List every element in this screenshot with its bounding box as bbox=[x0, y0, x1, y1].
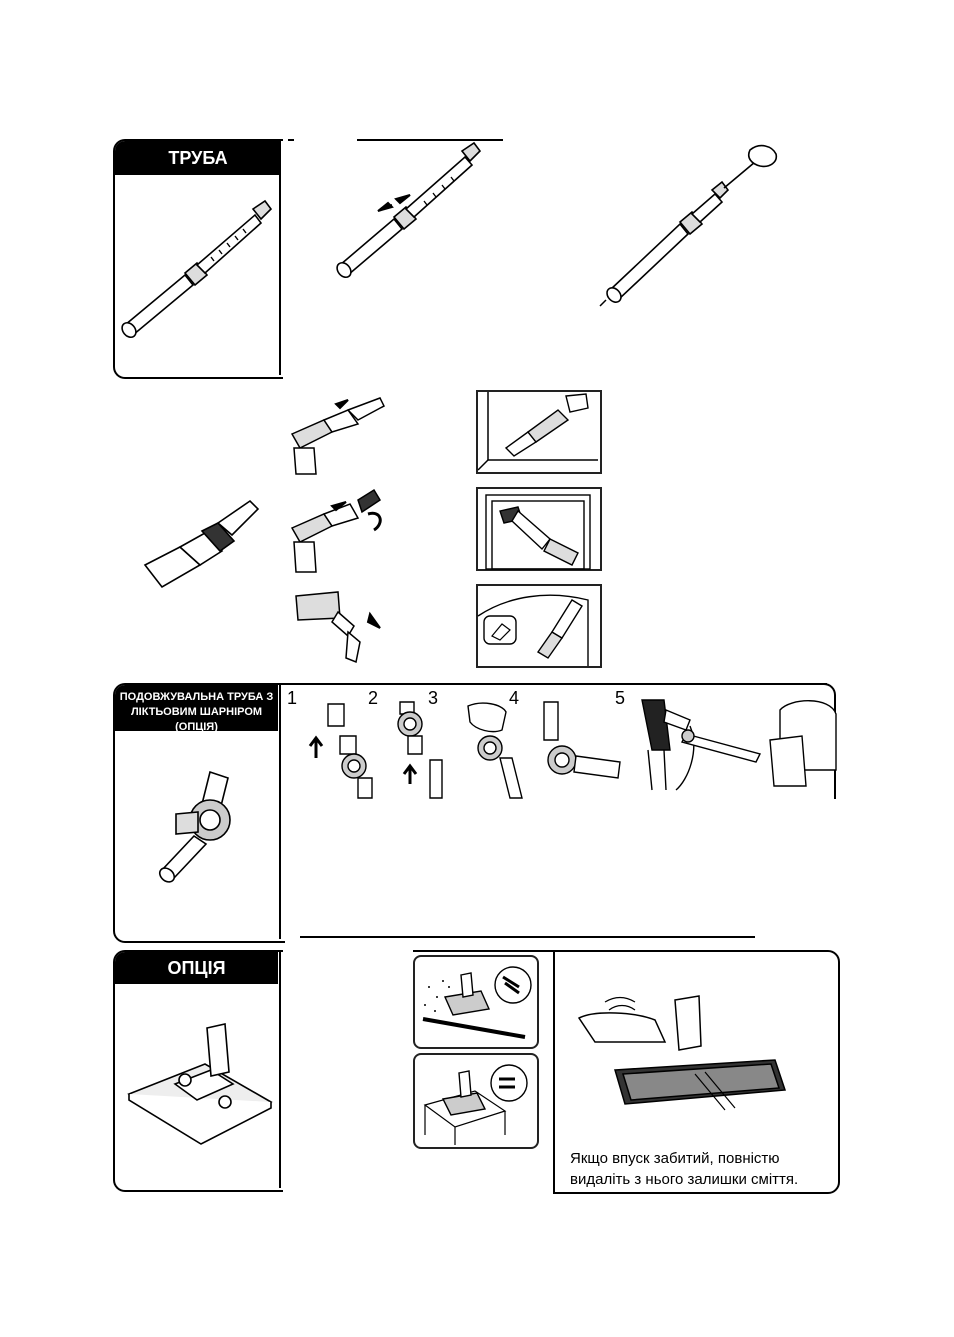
telescopic-tube-icon bbox=[115, 195, 275, 345]
elbow-step-4-illustration bbox=[540, 700, 630, 790]
option-section-header: ОПЦІЯ bbox=[115, 952, 278, 984]
elbow-title-line1: ПОДОВЖУВАЛЬНА ТРУБА З bbox=[115, 690, 278, 705]
tube-length-adjust-illustration bbox=[330, 145, 490, 280]
clogged-inlet-illustration bbox=[575, 990, 795, 1120]
crevice-attach-illustration bbox=[288, 390, 388, 476]
tube-top-rule-2 bbox=[357, 139, 503, 141]
clog-note-line2: видаліть з нього залишки сміття. bbox=[570, 1169, 830, 1190]
floor-brush-icon bbox=[125, 1020, 275, 1145]
elbow-step-3-illustration bbox=[462, 700, 542, 800]
corner-cleaning-illustration bbox=[478, 392, 598, 472]
elbow-top-rule bbox=[279, 683, 827, 685]
clog-note-line1: Якщо впуск забитий, повністю bbox=[570, 1148, 830, 1169]
floor-mode-illustration bbox=[415, 1055, 535, 1145]
elbow-section-header: ПОДОВЖУВАЛЬНА ТРУБА З ЛІКТЬОВИМ ШАРНІРОМ… bbox=[115, 685, 278, 731]
elbow-bottom-rule bbox=[300, 936, 755, 938]
tube-divider bbox=[279, 139, 281, 375]
door-frame-cleaning-illustration bbox=[478, 489, 598, 569]
tube-section-title: ТРУБА bbox=[168, 148, 227, 168]
tube-section-header: ТРУБА bbox=[115, 141, 281, 175]
elbow-step-1-number: 1 bbox=[287, 688, 297, 709]
clog-note-text: Якщо впуск забитий, повністю видаліть з … bbox=[570, 1148, 830, 1190]
crevice-rotate-illustration bbox=[288, 484, 388, 574]
elbow-divider bbox=[279, 683, 281, 939]
elbow-joint-icon bbox=[140, 762, 260, 887]
elbow-title-line2: ЛІКТЬОВИМ ШАРНІРОМ (ОПЦІЯ) bbox=[115, 705, 278, 735]
crevice-nozzle-icon bbox=[140, 495, 270, 595]
tube-top-rule bbox=[288, 139, 294, 141]
crevice-detach-illustration bbox=[290, 582, 390, 664]
option-section-title: ОПЦІЯ bbox=[167, 958, 225, 978]
car-seat-cleaning-illustration bbox=[478, 586, 598, 666]
elbow-step-5-illustration bbox=[630, 690, 840, 800]
carpet-mode-illustration bbox=[415, 957, 535, 1045]
option-divider bbox=[279, 950, 281, 1188]
elbow-step-2-illustration bbox=[390, 700, 470, 800]
elbow-step-1-illustration bbox=[300, 700, 380, 800]
option-top-rule bbox=[413, 950, 554, 952]
tube-extend-hand-illustration bbox=[600, 140, 790, 310]
